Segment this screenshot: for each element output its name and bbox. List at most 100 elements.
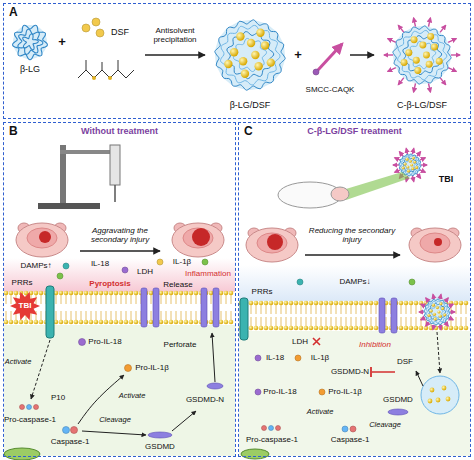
caqk-spike <box>445 298 448 302</box>
lipid-tail <box>461 317 462 326</box>
dsf-ball <box>239 57 247 65</box>
lipid-head <box>344 326 349 331</box>
annotation-label: Pro-caspase-1 <box>4 416 56 425</box>
lipid-head <box>14 291 19 296</box>
dsf-bond <box>86 60 87 70</box>
lipid-head <box>334 301 339 306</box>
lipid-tail <box>421 317 422 326</box>
annotation-label: GSDMD-N <box>331 368 369 377</box>
lipid-tail <box>151 295 152 304</box>
cleavage-arrow <box>82 431 146 435</box>
lipid-tail <box>171 311 172 320</box>
lipid-tail <box>106 311 107 320</box>
protein-shell <box>220 25 279 84</box>
lipid-tail <box>336 317 337 326</box>
lipid-tail <box>41 295 42 304</box>
lipid-head <box>369 326 374 331</box>
lipid-head <box>374 301 379 306</box>
lipid-tail <box>136 311 137 320</box>
prr-receptor <box>240 298 248 340</box>
rat-head <box>409 228 461 262</box>
lipid-head <box>29 320 34 325</box>
annotation-label: LDH <box>292 338 308 347</box>
lipid-tail <box>366 317 367 326</box>
caqk-spike <box>428 18 430 27</box>
lipid-head <box>159 291 164 296</box>
lipid-head <box>399 301 404 306</box>
lipid-head <box>219 291 224 296</box>
lipid-head <box>149 291 154 296</box>
lipid-tail <box>341 305 342 314</box>
lipid-head <box>39 320 44 325</box>
lipid-head <box>9 291 14 296</box>
lipid-head <box>284 301 289 306</box>
lipid-head <box>274 301 279 306</box>
lipid-head <box>224 320 229 325</box>
lipid-tail <box>71 295 72 304</box>
brain <box>420 233 450 253</box>
lipid-head <box>359 301 364 306</box>
process-arrow <box>145 54 205 56</box>
dsf-ball <box>439 315 442 318</box>
caqk-spike <box>421 164 427 165</box>
lipid-head <box>59 291 64 296</box>
lipid-head <box>464 326 469 331</box>
molecule-ball <box>342 426 348 432</box>
lipid-head <box>89 320 94 325</box>
lipid-tail <box>456 305 457 314</box>
lipid-tail <box>181 295 182 304</box>
lipid-tail <box>366 305 367 314</box>
lipid-head <box>34 320 39 325</box>
lipid-head <box>344 301 349 306</box>
lipid-tail <box>296 305 297 314</box>
lipid-head <box>319 326 324 331</box>
caqk-peptide <box>318 44 342 70</box>
lipid-tail <box>251 305 252 314</box>
lipid-head <box>79 320 84 325</box>
dsf-ball <box>409 160 412 163</box>
lipid-tail <box>91 295 92 304</box>
annotation-label: Perforate <box>164 341 197 350</box>
caqk-spike <box>426 298 429 302</box>
lipid-head <box>329 326 334 331</box>
lipid-head <box>399 326 404 331</box>
annotation-label: Caspase-1 <box>331 436 370 445</box>
annotation-label: Antisolvent precipitation <box>139 27 211 45</box>
annotation-label: Pyroptosis <box>89 280 130 289</box>
impactor-arm <box>60 150 116 154</box>
lipid-head <box>404 326 409 331</box>
protein-fold <box>23 34 39 50</box>
lipid-tail <box>101 311 102 320</box>
cytoplasm <box>4 325 235 456</box>
lipid-head <box>329 301 334 306</box>
lipid-tail <box>151 311 152 320</box>
impactor-needle <box>114 185 116 202</box>
lipid-head <box>129 320 134 325</box>
lipid-head <box>409 301 414 306</box>
caqk-spike <box>449 304 454 306</box>
annotation-label: Cleavage <box>369 421 401 429</box>
caqk-spike <box>421 318 426 320</box>
lipid-head <box>79 291 84 296</box>
lipid-head <box>14 320 19 325</box>
protein-shell <box>215 20 285 90</box>
linker-ball <box>313 69 319 75</box>
dsf-ball <box>415 166 418 169</box>
gsdmd-pore <box>153 288 159 327</box>
protein-shell <box>227 32 274 79</box>
lipid-tail <box>181 311 182 320</box>
lipid-tail <box>256 305 257 314</box>
caqk-spike <box>398 25 404 32</box>
lipid-tail <box>231 295 232 304</box>
annotation-label: DSF <box>111 28 129 38</box>
brain <box>257 233 287 253</box>
lipid-head <box>84 291 89 296</box>
lipid-head <box>309 301 314 306</box>
caqk-spike <box>433 325 434 330</box>
lipid-head <box>189 291 194 296</box>
rat-head <box>172 223 224 257</box>
lipid-head <box>64 320 69 325</box>
lipid-head <box>264 301 269 306</box>
lipid-head <box>84 320 89 325</box>
lipid-head <box>119 320 124 325</box>
